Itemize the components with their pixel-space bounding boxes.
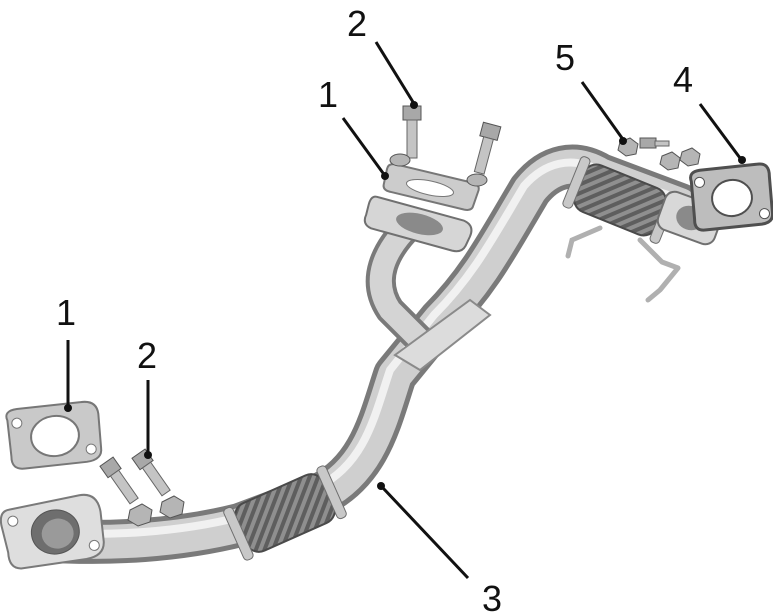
leader-1-top xyxy=(343,118,383,173)
callout-2-top: 2 xyxy=(347,3,367,44)
leader-4 xyxy=(700,104,740,158)
leader-3 xyxy=(383,488,468,578)
leader-5 xyxy=(582,82,622,138)
callout-1-left: 1 xyxy=(56,292,76,333)
callout-2-left: 2 xyxy=(137,335,157,376)
gasket-outlet xyxy=(688,161,773,234)
callout-5: 5 xyxy=(555,37,575,78)
exhaust-pipe xyxy=(40,163,680,542)
bolt-set-left xyxy=(100,449,184,526)
callout-3: 3 xyxy=(482,578,502,612)
lower-flex-joint xyxy=(222,465,347,562)
callout-1-top: 1 xyxy=(318,74,338,115)
gasket-left xyxy=(5,398,105,472)
callout-4: 4 xyxy=(673,59,693,100)
leader-2-top xyxy=(376,42,413,102)
